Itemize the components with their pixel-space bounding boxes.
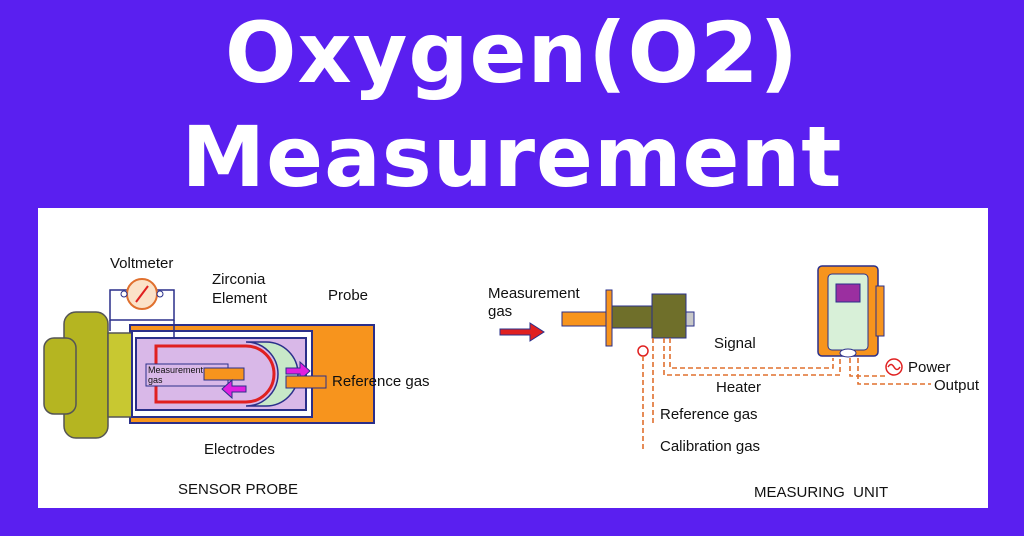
analyzer-base: [839, 348, 857, 358]
output-label: Output: [934, 377, 980, 394]
measuring-unit-caption: MEASURING UNIT: [754, 484, 888, 501]
voltmeter-terminal-right: [156, 290, 164, 298]
heater-label: Heater: [716, 379, 761, 396]
unit-probe-head: [651, 293, 687, 339]
sensor-measurement-label-1: Measurement: [148, 365, 204, 375]
electrodes-label: Electrodes: [204, 441, 275, 458]
unit-measurement-label-2: gas: [488, 303, 512, 320]
sensor-reference-gas-label: Reference gas: [332, 373, 430, 390]
output-line: [857, 358, 931, 385]
zirconia-label-1: Zirconia: [212, 271, 266, 288]
zirconia-label-2: Element: [212, 290, 268, 307]
unit-probe-connector: [685, 311, 695, 327]
analyzer-bracket: [875, 285, 885, 337]
probe-flange-inner: [43, 337, 77, 415]
voltmeter-label: Voltmeter: [110, 255, 173, 272]
sensor-probe: Measurement gas Voltmeter Zirconia Eleme…: [43, 255, 430, 498]
probe-neck: [107, 332, 133, 418]
unit-dashed-lines: [642, 338, 931, 452]
unit-measurement-label-1: Measurement: [488, 285, 581, 302]
page-title-line2: Measurement: [181, 108, 843, 206]
measuring-unit: Measurement gas: [488, 265, 980, 501]
diagram-svg: Measurement gas Voltmeter Zirconia Eleme…: [43, 255, 980, 501]
power-label: Power: [908, 359, 951, 376]
electrode-shell: [245, 341, 299, 407]
unit-probe-tip: [561, 311, 609, 327]
heater-line: [663, 338, 841, 376]
calibration-gas-label: Calibration gas: [660, 438, 760, 455]
unit-reference-gas-label: Reference gas: [660, 406, 758, 423]
reference-valve-icon: [637, 345, 649, 357]
power-source-wave: [887, 363, 901, 371]
analyzer-display: [835, 283, 861, 303]
reference-inlet-bar: [285, 375, 327, 389]
sensor-measurement-label-2: gas: [148, 375, 163, 385]
power-line: [849, 358, 886, 377]
signal-label: Signal: [714, 335, 756, 352]
page-title-line1: Oxygen(O2): [225, 4, 799, 102]
sensor-probe-caption: SENSOR PROBE: [178, 481, 298, 498]
probe-label: Probe: [328, 287, 368, 304]
unit-probe-flange: [605, 289, 613, 347]
measurement-inlet-bar: [203, 367, 245, 381]
voltmeter-terminal-left: [120, 290, 128, 298]
measurement-gas-arrow-icon: [499, 322, 545, 342]
unit-probe-body: [611, 305, 653, 329]
measurement-arrow-left: [221, 378, 247, 400]
voltmeter-needle: [135, 285, 149, 303]
diagram-panel: Measurement gas Voltmeter Zirconia Eleme…: [38, 208, 988, 508]
